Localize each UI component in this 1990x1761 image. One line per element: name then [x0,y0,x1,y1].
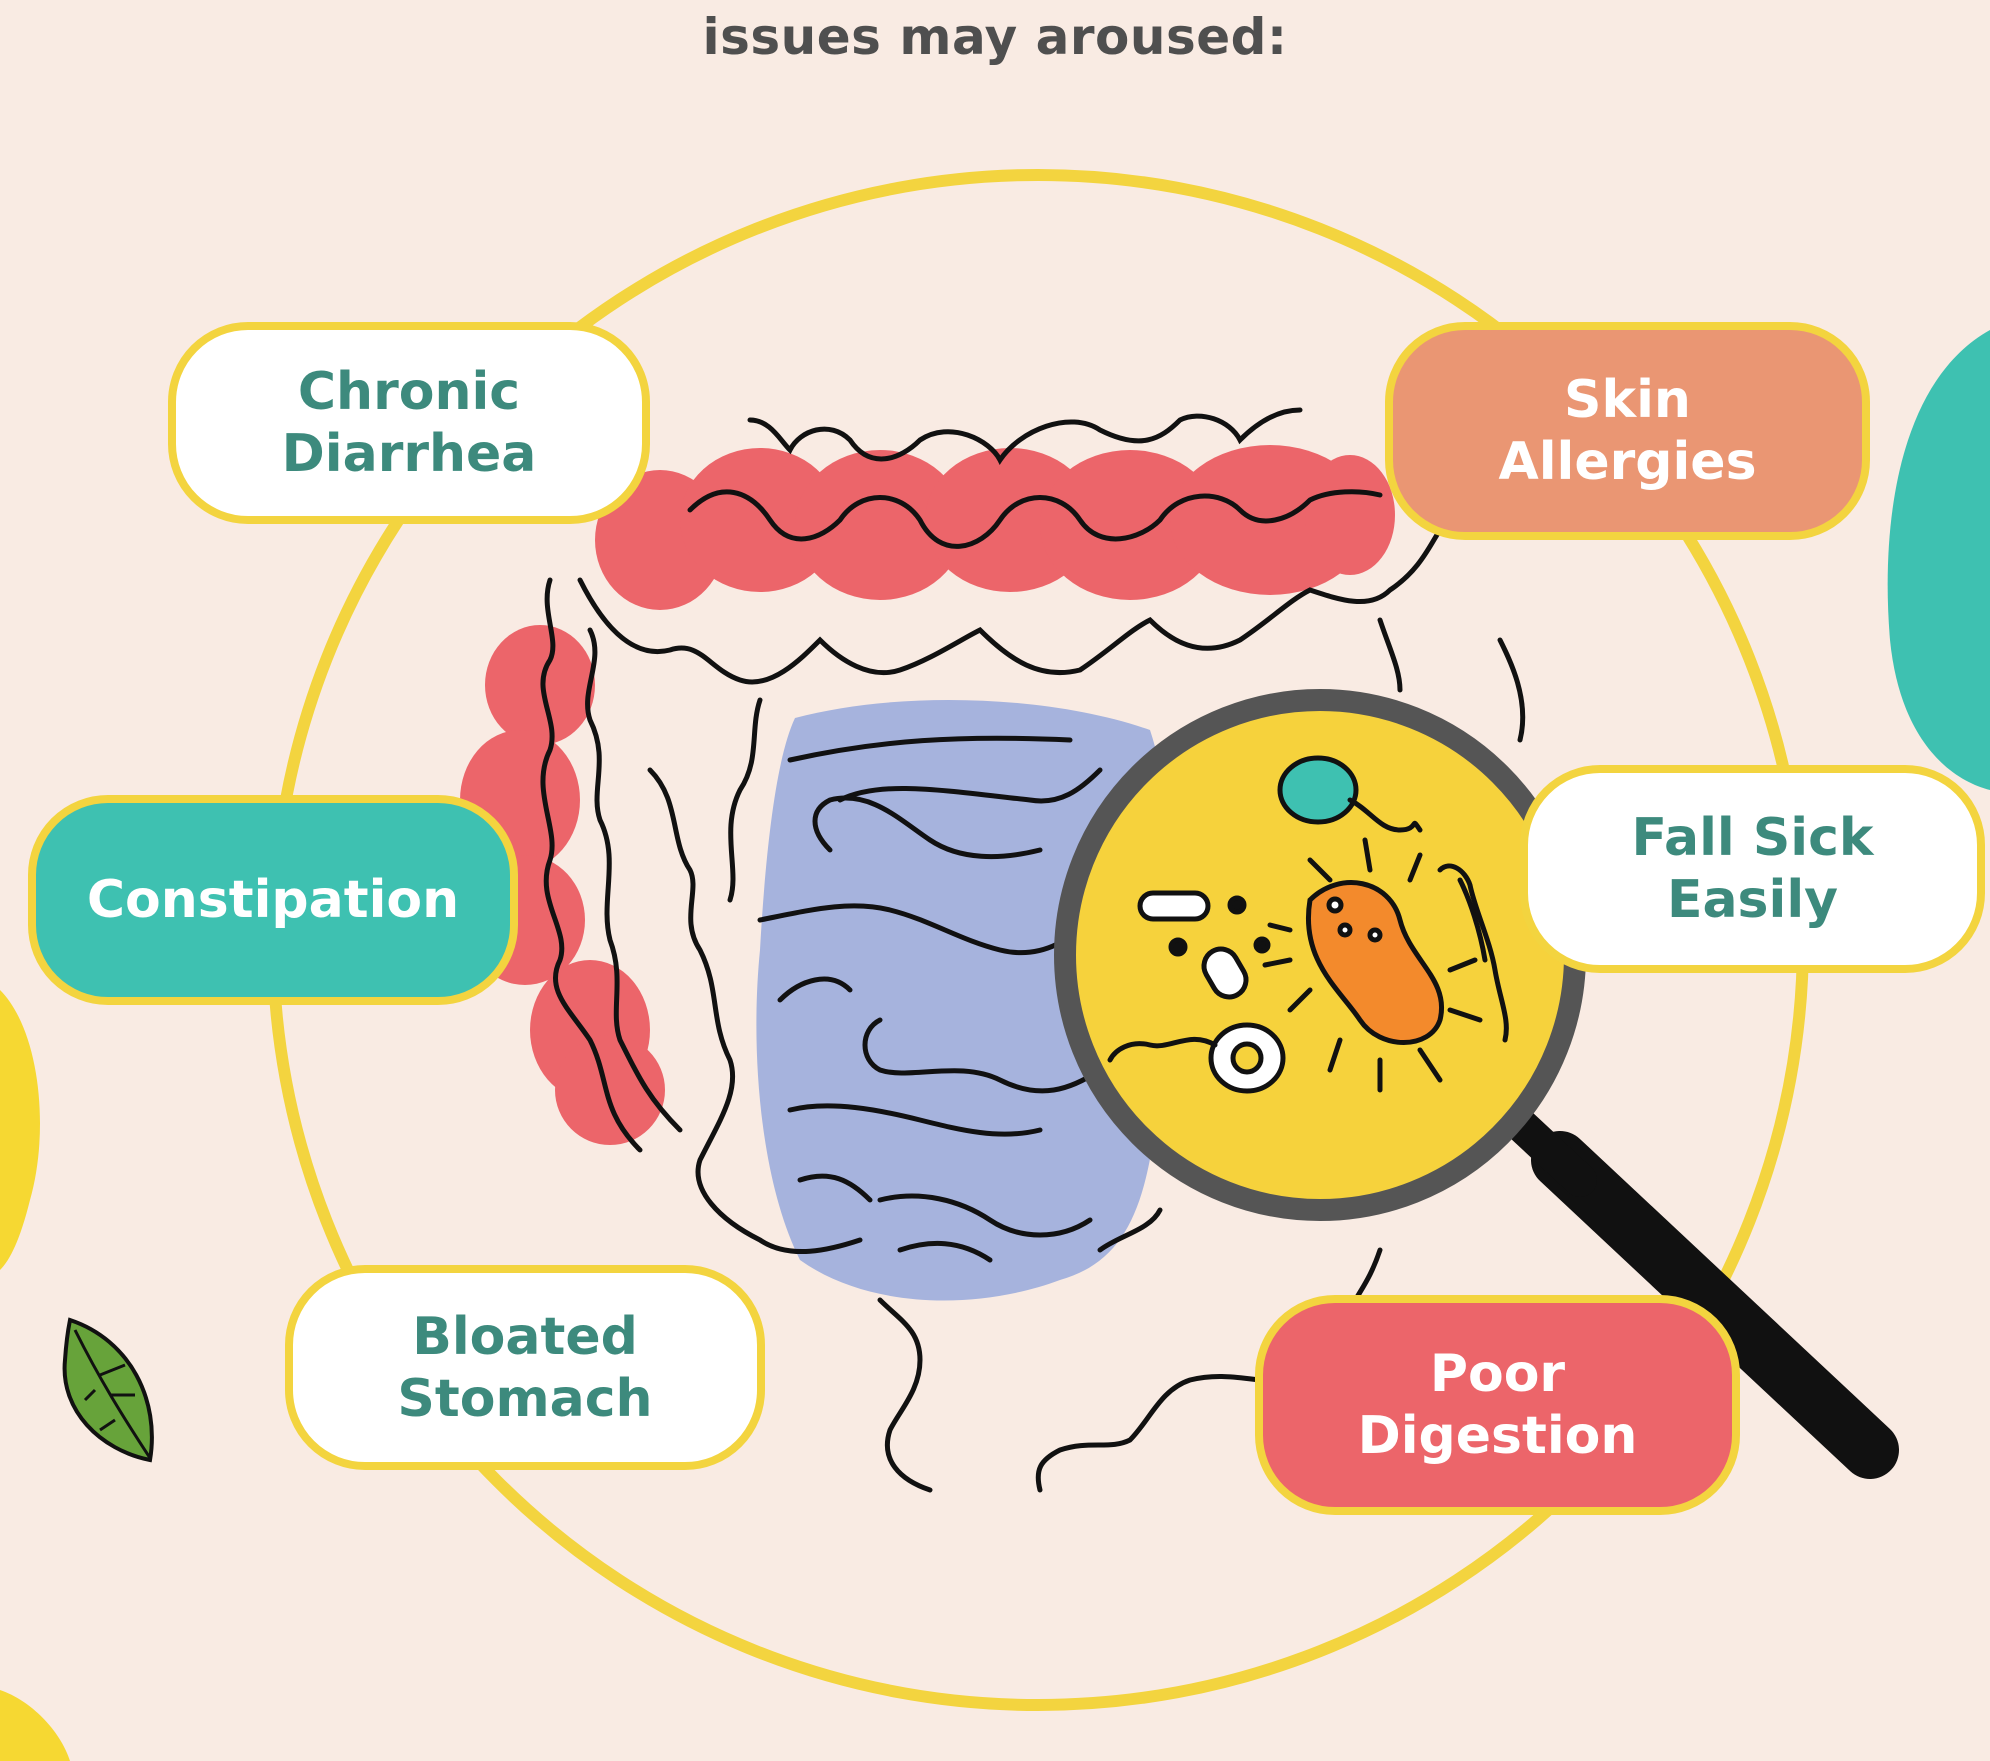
yellow-side-blob [0,990,40,1270]
chronic-diarrhea-label: Chronic Diarrhea [168,322,650,524]
poor-digestion-label: Poor Digestion [1255,1295,1740,1515]
bloated-stomach-label: Bloated Stomach [285,1265,765,1470]
leaf-icon [65,1320,152,1460]
yellow-corner-blob [0,1690,70,1761]
fall-sick-easily-label: Fall Sick Easily [1520,765,1985,973]
skin-allergies-label: Skin Allergies [1385,322,1870,540]
constipation-label: Constipation [28,795,518,1005]
teal-side-blob [1888,330,1990,790]
